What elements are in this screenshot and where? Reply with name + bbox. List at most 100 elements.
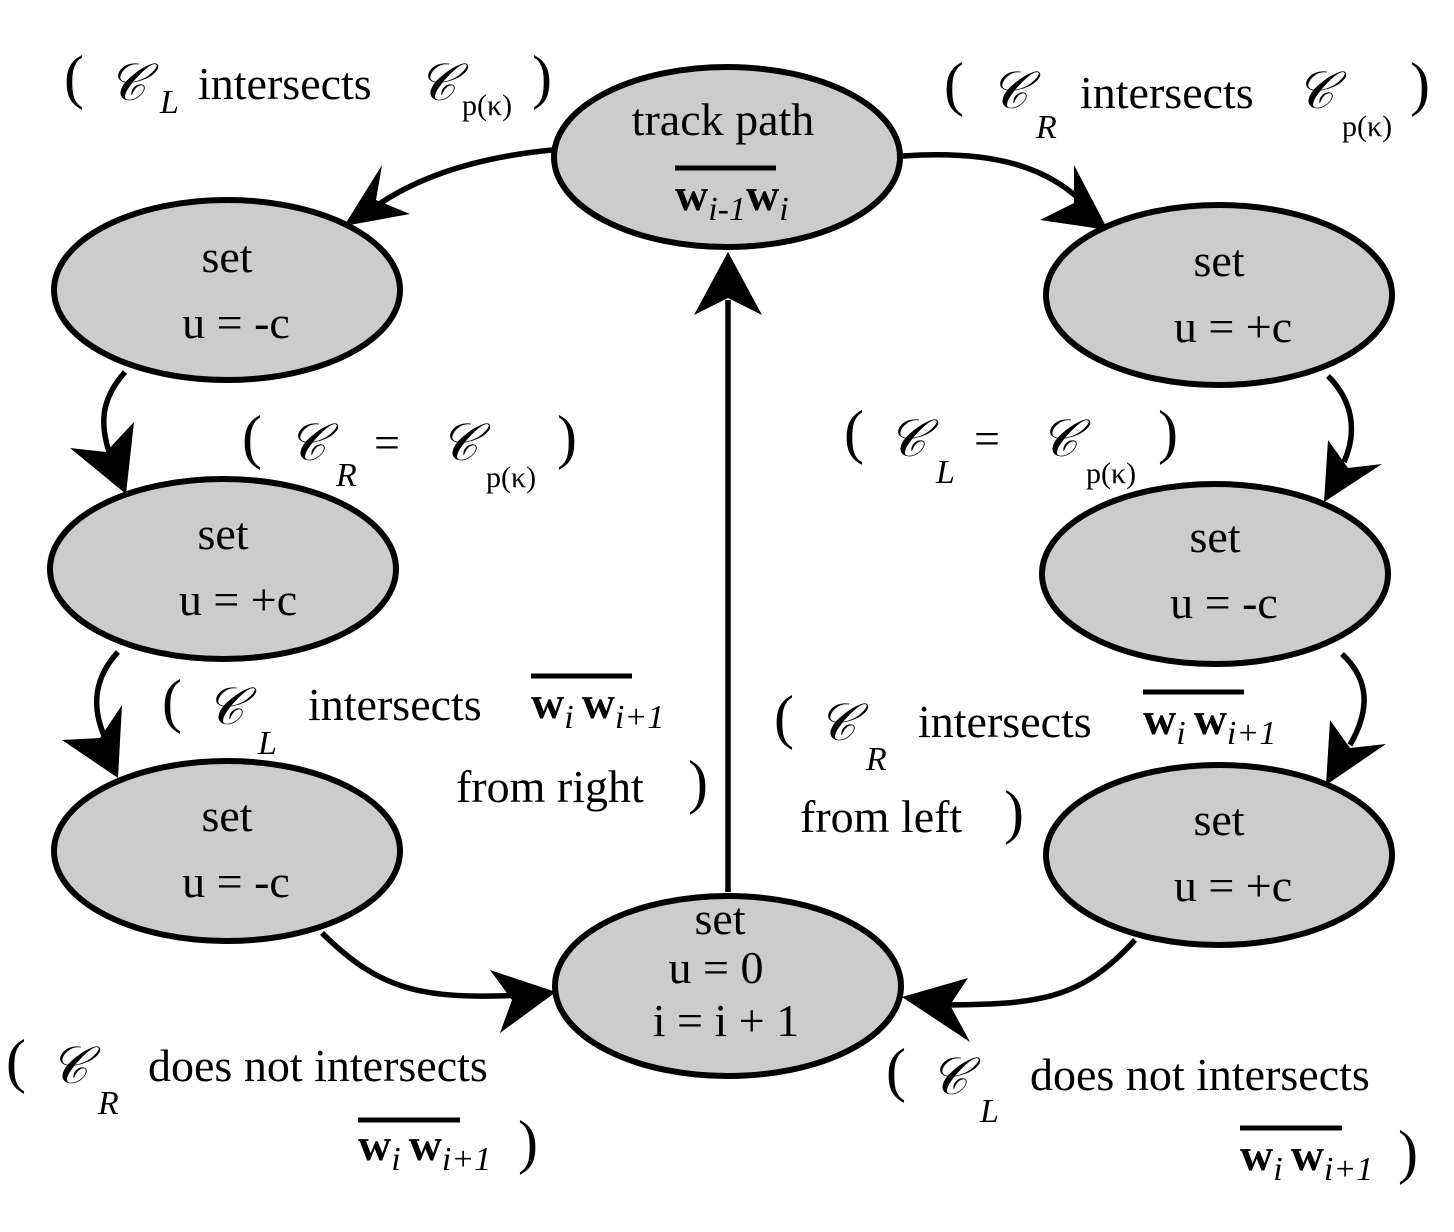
arrowhead-bottom-left [490, 970, 556, 1033]
svg-text:(: ( [6, 1028, 26, 1094]
svg-text:intersects: intersects [308, 679, 482, 730]
node-right-1-ellipse [1043, 202, 1395, 388]
arrowhead-right2 [1324, 440, 1382, 502]
svg-text:=: = [374, 417, 400, 468]
node-right-1: set u = +c [1043, 202, 1395, 388]
edge-left3-to-bottom [320, 931, 526, 999]
arrowhead-track [694, 252, 762, 315]
node-bottom-line1: set [694, 893, 745, 944]
curve-r-symbol: 𝒞 [818, 693, 869, 753]
svg-text:L: L [257, 725, 277, 762]
svg-text:): ) [532, 44, 552, 110]
svg-text:intersects: intersects [918, 696, 1092, 747]
svg-text:=: = [974, 413, 1000, 464]
curve-r-symbol: 𝒞 [50, 1036, 101, 1096]
curve-p-symbol: 𝒞 [1296, 61, 1347, 121]
edge-right2-to-right3 [1340, 651, 1367, 747]
svg-text:(: ( [64, 44, 84, 110]
svg-text:(: ( [944, 51, 964, 117]
svg-text:L: L [159, 84, 179, 121]
node-right-3-line2: u = +c [1174, 860, 1292, 911]
node-left-3: set u = -c [51, 758, 403, 944]
node-right-2: set u = -c [1039, 481, 1391, 667]
node-right-3-ellipse [1043, 762, 1395, 948]
svg-text:R: R [1035, 109, 1057, 146]
node-left-2-line1: set [197, 508, 248, 559]
svg-text:): ) [1398, 1119, 1418, 1185]
node-left-1-line1: set [201, 231, 252, 282]
node-left-1-line2: u = -c [182, 297, 290, 348]
arrowhead-right1 [1040, 165, 1108, 230]
svg-text:from right: from right [456, 761, 644, 812]
arrowhead-left1 [344, 165, 410, 226]
arrowhead-right3 [1326, 720, 1386, 785]
edge-left1-to-left2 [101, 370, 128, 456]
svg-text:): ) [1158, 399, 1178, 465]
svg-text:(: ( [162, 668, 182, 734]
label-right-top: ( 𝒞 R intersects 𝒞 p(κ) ) [944, 51, 1430, 146]
edge-right1-to-right2 [1326, 374, 1355, 464]
edge-left2-to-left3 [93, 650, 121, 742]
curve-l-symbol: 𝒞 [108, 53, 159, 113]
svg-text:): ) [1004, 779, 1024, 845]
curve-l-symbol: 𝒞 [888, 409, 939, 469]
curve-l-symbol: 𝒞 [930, 1047, 981, 1107]
node-bottom-line3: i = i + 1 [653, 995, 799, 1046]
curve-r-symbol: 𝒞 [288, 413, 339, 473]
svg-text:(: ( [774, 684, 794, 750]
edge-track-to-right1 [902, 151, 1093, 212]
node-left-1: set u = -c [51, 197, 403, 383]
svg-text:p(κ): p(κ) [462, 89, 512, 122]
node-left-3-line1: set [201, 790, 252, 841]
edge-right3-to-bottom [934, 938, 1138, 1008]
curve-l-symbol: 𝒞 [206, 677, 257, 737]
label-left-equal: ( 𝒞 R = 𝒞 p(κ) ) [242, 404, 577, 494]
arrowhead-bottom-right [902, 978, 970, 1042]
curve-r-symbol: 𝒞 [990, 61, 1041, 121]
edge-track-to-left1 [366, 147, 553, 215]
svg-text:L: L [979, 1093, 999, 1130]
node-track-segment: wi-1wi [675, 169, 789, 228]
curve-p-symbol: 𝒞 [1040, 409, 1091, 469]
svg-text:): ) [688, 749, 708, 815]
svg-text:(: ( [886, 1037, 906, 1103]
svg-text:L: L [935, 454, 955, 491]
svg-text:(: ( [242, 404, 262, 470]
svg-text:R: R [335, 457, 357, 494]
label-right-equal: ( 𝒞 L = 𝒞 p(κ) ) [844, 399, 1178, 491]
svg-text:(: ( [844, 399, 864, 465]
node-bottom-line2: u = 0 [669, 942, 764, 993]
node-bottom: set u = 0 i = i + 1 [552, 893, 904, 1079]
svg-text:intersects: intersects [1080, 67, 1254, 118]
node-left-3-line2: u = -c [182, 856, 290, 907]
node-track-ellipse [551, 64, 903, 250]
svg-text:): ) [518, 1109, 538, 1175]
svg-text:): ) [1410, 51, 1430, 117]
node-right-2-line1: set [1189, 511, 1240, 562]
node-right-1-line2: u = +c [1174, 301, 1292, 352]
node-right-3: set u = +c [1043, 762, 1395, 948]
edges [62, 147, 1386, 1042]
arrowhead-left3 [62, 705, 122, 778]
svg-text:from left: from left [800, 791, 962, 842]
curve-p-symbol: 𝒞 [440, 413, 491, 473]
svg-text:p(κ): p(κ) [1342, 110, 1392, 143]
svg-text:): ) [557, 404, 577, 470]
svg-text:R: R [97, 1085, 119, 1122]
node-bottom-ellipse [552, 893, 904, 1079]
node-left-2-ellipse [47, 476, 399, 662]
node-track-path: track path wi-1wi [551, 64, 903, 250]
arrowhead-left2 [70, 422, 134, 494]
svg-text:p(κ): p(κ) [1086, 457, 1136, 490]
svg-text:p(κ): p(κ) [486, 461, 536, 494]
node-right-2-ellipse [1039, 481, 1391, 667]
node-track-label: track path [632, 94, 815, 145]
